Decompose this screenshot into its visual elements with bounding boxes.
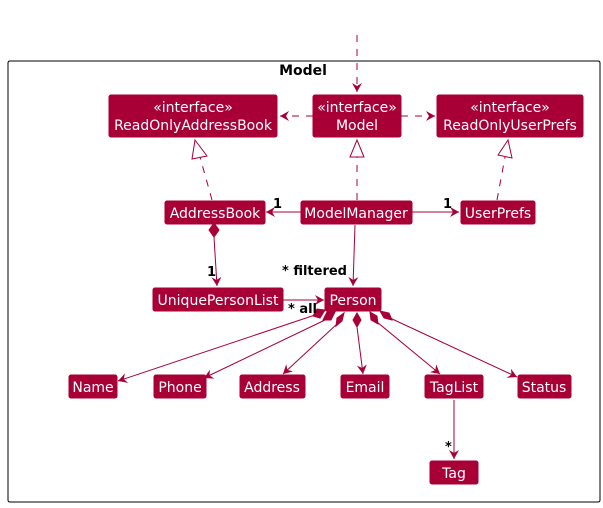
person-to-name-line xyxy=(117,314,316,383)
address-book-realization-head xyxy=(191,138,208,160)
phone-name: Phone xyxy=(158,380,201,396)
unique-person-list-class[interactable]: UniquePersonList xyxy=(152,287,284,312)
mult-mm-address-book: 1 xyxy=(273,197,282,212)
ro-user-prefs-stereotype: «interface» xyxy=(470,100,550,116)
mult-taglist-tag: * xyxy=(445,440,452,455)
mult-mm-user-prefs: 1 xyxy=(443,197,452,212)
model-name: Model xyxy=(336,118,378,134)
person-to-taglist-line xyxy=(376,321,441,375)
ro-user-prefs-name: ReadOnlyUserPrefs xyxy=(443,118,577,134)
person-phone-diamond xyxy=(322,311,336,321)
person-taglist-diamond xyxy=(369,311,379,325)
multiplicity-labels: 1 1 1 * filtered * all * xyxy=(207,197,452,455)
ro-address-book-name: ReadOnlyAddressBook xyxy=(114,118,273,134)
person-name: Person xyxy=(329,293,376,309)
taglist-class[interactable]: TagList xyxy=(424,374,484,399)
model-package: Model xyxy=(7,60,601,503)
ro-user-prefs-interface[interactable]: «interface» ReadOnlyUserPrefs xyxy=(436,94,584,138)
person-email-diamond xyxy=(352,311,362,329)
mult-upl-person-all: * all xyxy=(288,302,317,317)
address-book-composition-diamond xyxy=(208,222,220,238)
person-to-status-line xyxy=(389,317,518,378)
package-label: Model xyxy=(279,63,327,79)
taglist-name: TagList xyxy=(429,380,479,396)
model-manager-class[interactable]: ModelManager xyxy=(300,200,413,225)
name-name: Name xyxy=(72,380,113,396)
address-book-class[interactable]: AddressBook xyxy=(164,200,266,225)
address-book-realization-line xyxy=(199,156,213,201)
address-class[interactable]: Address xyxy=(239,374,306,399)
tag-class[interactable]: Tag xyxy=(429,460,479,485)
model-interface[interactable]: «interface» Model xyxy=(312,94,402,138)
tag-name: Tag xyxy=(441,466,466,482)
user-prefs-realization-head xyxy=(497,138,513,159)
person-to-phone-line xyxy=(203,319,326,379)
model-manager-to-person-line xyxy=(348,224,359,287)
person-status-diamond xyxy=(379,310,393,321)
person-to-email-line xyxy=(356,326,367,375)
ro-address-book-stereotype: «interface» xyxy=(153,100,233,116)
mult-ab-upl: 1 xyxy=(207,265,216,280)
model-manager-realization-head xyxy=(349,138,365,158)
name-class[interactable]: Name xyxy=(68,374,118,399)
user-prefs-class[interactable]: UserPrefs xyxy=(460,200,536,225)
connectors xyxy=(117,111,518,459)
user-prefs-realization-line xyxy=(496,156,506,201)
person-class[interactable]: Person xyxy=(324,287,382,312)
status-name: Status xyxy=(522,380,567,396)
person-address-diamond xyxy=(335,311,345,328)
model-manager-name: ModelManager xyxy=(304,206,408,222)
address-name: Address xyxy=(244,380,300,396)
phone-class[interactable]: Phone xyxy=(153,374,207,399)
email-class[interactable]: Email xyxy=(340,374,390,399)
email-name: Email xyxy=(346,380,385,396)
status-class[interactable]: Status xyxy=(517,374,572,399)
ro-address-book-interface[interactable]: «interface» ReadOnlyAddressBook xyxy=(108,94,278,138)
unique-person-list-name: UniquePersonList xyxy=(158,293,279,309)
person-to-address-line xyxy=(282,323,338,375)
user-prefs-name: UserPrefs xyxy=(465,206,531,222)
model-stereotype: «interface» xyxy=(317,100,397,116)
address-book-name: AddressBook xyxy=(170,206,261,222)
address-book-to-upl-line xyxy=(211,236,222,287)
mult-mm-person-filtered: * filtered xyxy=(282,264,347,279)
